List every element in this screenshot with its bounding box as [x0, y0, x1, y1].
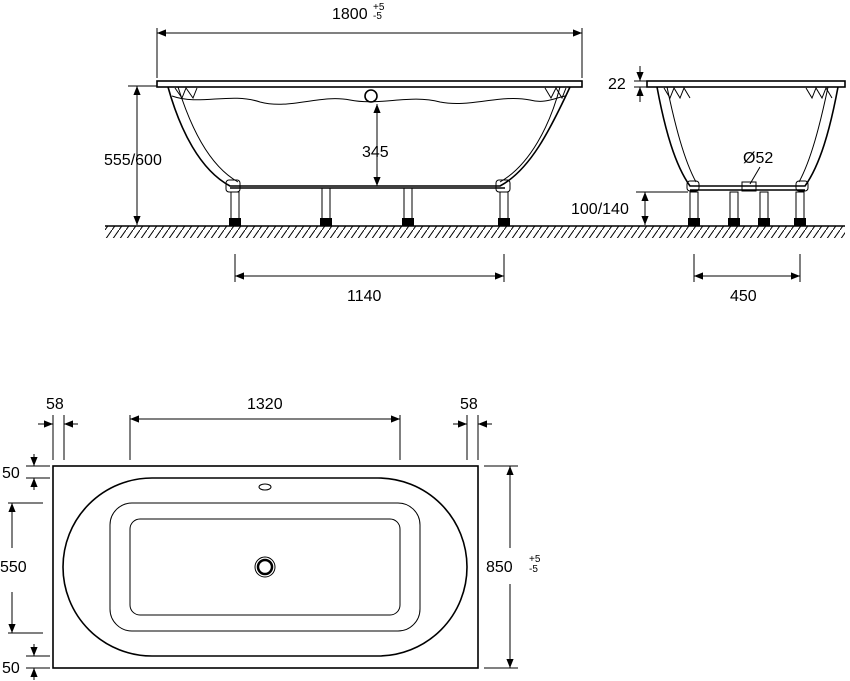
tub-outline	[52, 465, 479, 669]
end-legs	[688, 191, 806, 227]
floor-hatching	[105, 226, 845, 238]
left-offset-label: 58	[46, 396, 64, 413]
width-tol-minus: -5	[529, 564, 538, 575]
end-view: 22 Ø52 100/140 450	[571, 66, 846, 305]
rim-thickness-label: 22	[608, 76, 626, 93]
side-view: 1800 +5 -5 555/600 345 1140	[104, 2, 845, 305]
bottom-margin-label: 50	[2, 660, 20, 677]
top-margin-label: 50	[2, 465, 20, 482]
drain-diameter-label: Ø52	[743, 150, 773, 167]
tub-body	[167, 86, 571, 187]
overflow-icon	[364, 89, 378, 103]
basin-outer	[62, 477, 468, 657]
leg-height-label: 100/140	[571, 201, 629, 218]
width-tol-plus: +5	[529, 554, 541, 565]
length-tol-minus: -5	[373, 11, 382, 22]
leg-spacing-label: 1140	[347, 288, 382, 305]
length-tol-plus: +5	[373, 2, 385, 13]
basin-inner	[109, 502, 421, 632]
end-leg-spacing-label: 450	[730, 288, 757, 305]
end-body	[656, 86, 839, 187]
right-offset-label: 58	[460, 396, 478, 413]
overflow-top-icon	[258, 483, 272, 491]
width-label: 850	[486, 559, 513, 576]
drain-icon	[254, 556, 276, 578]
water-line	[171, 95, 566, 105]
tub-rim	[156, 80, 583, 88]
inner-length-label: 1320	[247, 396, 283, 413]
top-view: 58 1320 58 50 550 50 850	[0, 396, 541, 680]
end-rim	[646, 80, 846, 88]
depth-label: 345	[362, 144, 389, 161]
inner-width-label: 550	[0, 559, 27, 576]
basin-floor	[129, 518, 401, 616]
length-label: 1800	[332, 6, 368, 23]
side-legs	[229, 187, 510, 227]
height-label: 555/600	[104, 152, 162, 169]
